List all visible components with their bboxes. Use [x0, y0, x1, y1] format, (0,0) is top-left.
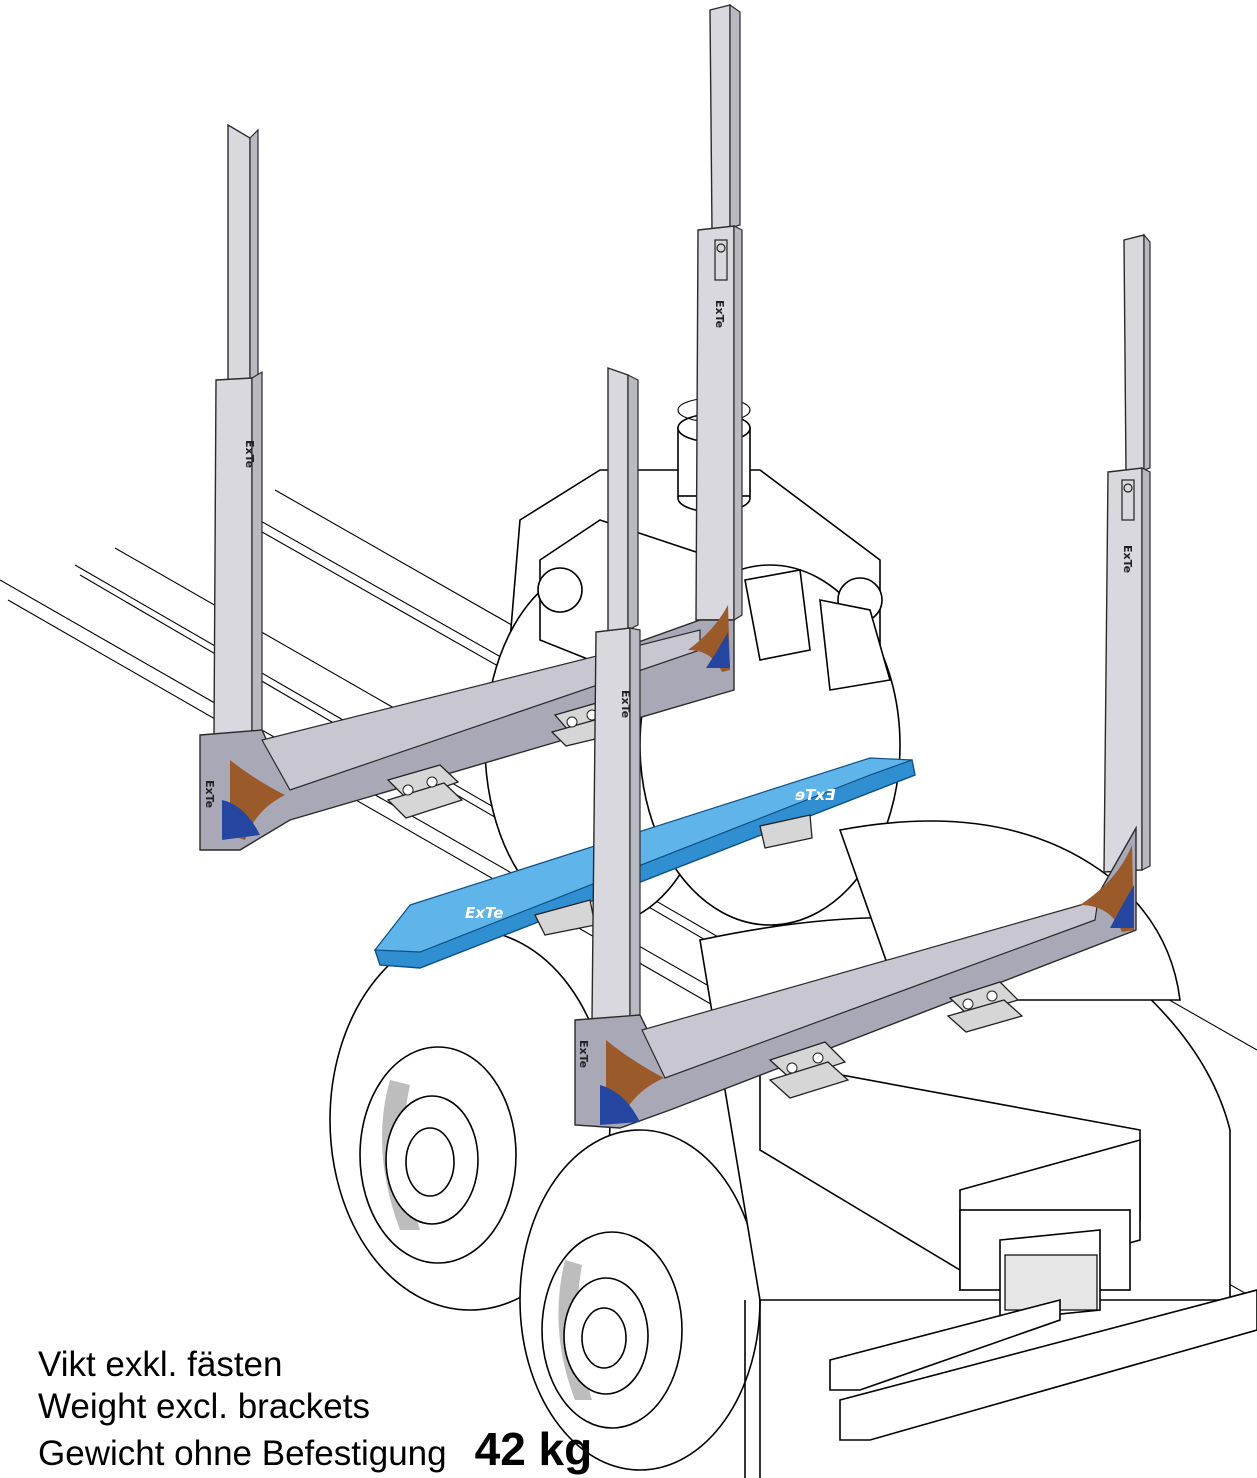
bunk-brand-label: ExTe [203, 780, 216, 808]
stake-clip-icon [714, 239, 728, 281]
truck-chassis [744, 1059, 1257, 1478]
exte-logo-icon [1080, 845, 1134, 932]
stake-clip-icon [1121, 479, 1135, 521]
blue-bolster: ExTe ɘTxƎ [373, 757, 916, 969]
bolster-brand-label-mirrored: ɘTxƎ [795, 786, 836, 804]
stake-brand-label: ExTe [1121, 545, 1134, 573]
bunk-brand-label: ExTe [577, 1040, 590, 1068]
wheel-rear-left [519, 1129, 761, 1471]
bolster-brand-label: ExTe [465, 904, 503, 922]
bracket [386, 764, 464, 819]
caption-swedish: Vikt exkl. fästen [38, 1345, 283, 1384]
weight-caption: Vikt exkl. fästen Weight excl. brackets … [38, 1344, 592, 1475]
stake-brand-label: ExTe [619, 690, 632, 718]
stake-brand-label: ExTe [713, 300, 726, 328]
weight-value: 42 kg [474, 1423, 593, 1475]
bracket [946, 981, 1024, 1033]
front-bunk: ExTe ExTe ExTe [574, 233, 1151, 1129]
exte-logo-icon [222, 760, 285, 840]
caption-german: Gewicht ohne Befestigung [38, 1434, 447, 1473]
exte-logo-icon [688, 605, 730, 672]
bracket [768, 1041, 850, 1099]
stake-brand-label: ExTe [243, 440, 256, 468]
caption-english: Weight excl. brackets [38, 1387, 370, 1426]
exte-logo-icon [600, 1040, 664, 1125]
